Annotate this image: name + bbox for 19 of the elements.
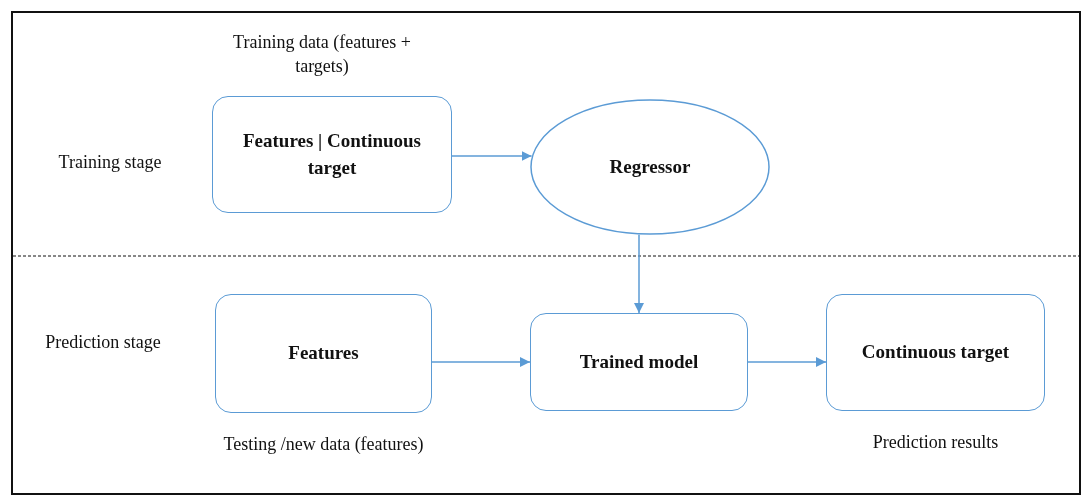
process-ellipse xyxy=(530,99,770,235)
caption-text: Prediction results xyxy=(871,431,1000,454)
node-label: Features | Continuous target xyxy=(242,128,422,180)
node-label: Trained model xyxy=(579,349,699,374)
caption-text: Testing /new data (features) xyxy=(222,433,425,456)
arrow xyxy=(747,357,827,367)
process-box xyxy=(215,294,432,413)
process-box xyxy=(530,313,748,411)
stage-label: Prediction stage xyxy=(44,331,162,354)
node-label: Continuous target xyxy=(861,340,1010,365)
process-box xyxy=(826,294,1045,411)
arrow xyxy=(431,357,531,367)
arrow xyxy=(634,233,644,314)
caption-text: Training data (features + targets) xyxy=(232,31,412,79)
node-label: Features xyxy=(288,341,359,366)
arrow xyxy=(451,151,533,161)
stage-label: Training stage xyxy=(57,151,163,174)
process-box xyxy=(212,96,452,213)
node-label: Regressor xyxy=(609,154,691,179)
